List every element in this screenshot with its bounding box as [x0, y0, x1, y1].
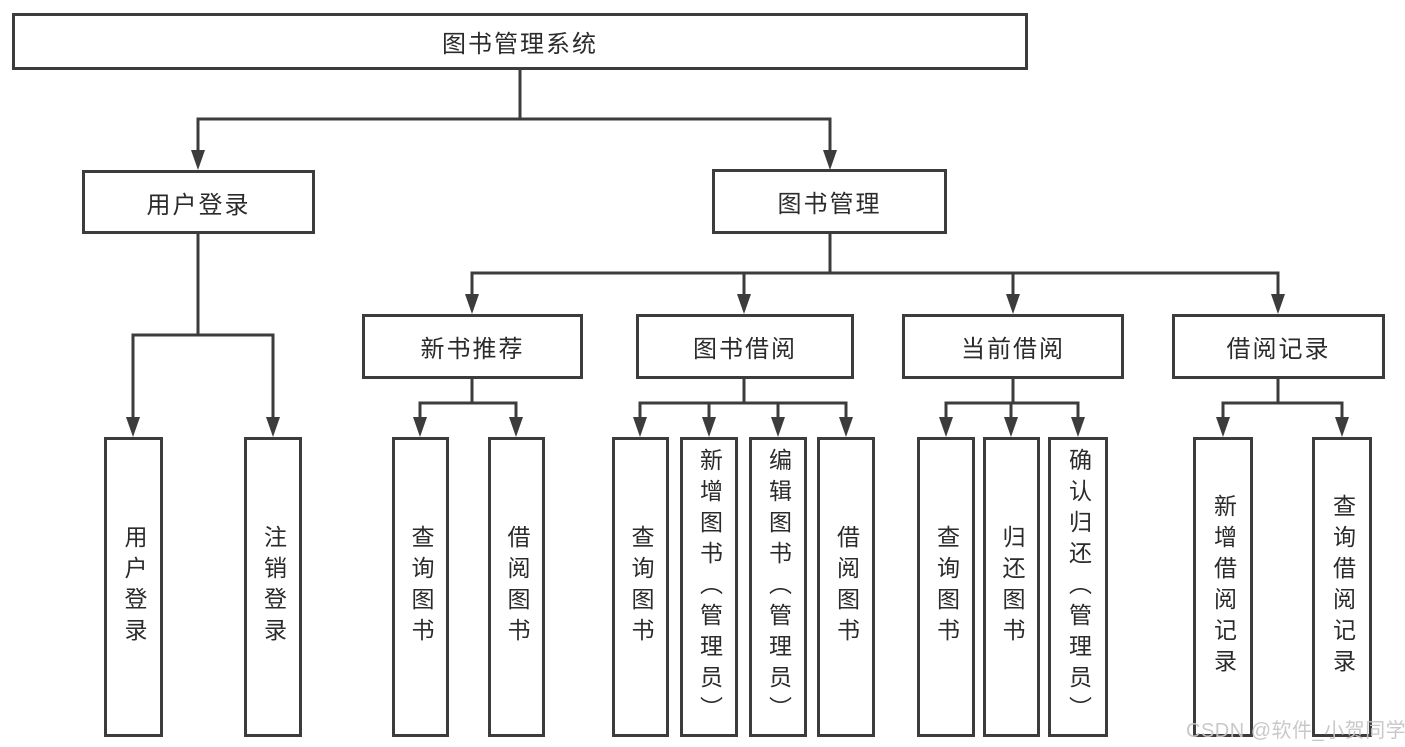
node-query-books-borrow: 查询图书: [612, 437, 669, 737]
node-edit-books-admin-label: 编辑图书（管理员）: [765, 447, 792, 727]
node-query-borrow-record: 查询借阅记录: [1312, 437, 1372, 737]
connector-borrow-records-to-leaves: [1216, 379, 1349, 437]
connector-book-management-to-sections: [465, 233, 1285, 314]
node-new-book-recommend: 新书推荐: [362, 314, 583, 379]
node-logout-leaf-label: 注销登录: [260, 525, 287, 649]
node-borrow-records: 借阅记录: [1172, 314, 1385, 379]
connector-user-login-to-leaves: [126, 233, 280, 437]
node-query-books-current: 查询图书: [917, 437, 975, 737]
node-logout-leaf: 注销登录: [244, 437, 302, 737]
node-query-books-current-label: 查询图书: [933, 525, 960, 649]
node-borrow-books-leaf-label: 借阅图书: [833, 525, 860, 649]
node-borrow-books-recommend: 借阅图书: [488, 437, 545, 737]
connector-current-borrow-to-leaves: [939, 379, 1085, 437]
connector-book-borrow-to-leaves: [633, 379, 853, 437]
node-book-borrow: 图书借阅: [636, 314, 854, 379]
node-confirm-return-admin-label: 确认归还（管理员）: [1065, 447, 1092, 727]
node-borrow-books-leaf: 借阅图书: [817, 437, 875, 737]
connector-new-book-recommend-to-leaves: [413, 379, 523, 437]
node-current-borrow-label: 当前借阅: [961, 336, 1065, 363]
node-add-borrow-record: 新增借阅记录: [1193, 437, 1253, 737]
node-add-borrow-record-label: 新增借阅记录: [1210, 494, 1237, 680]
node-book-management: 图书管理: [712, 169, 947, 234]
node-root-label: 图书管理系统: [442, 31, 598, 58]
node-query-books-recommend-label: 查询图书: [408, 525, 434, 649]
node-user-login-leaf-label: 用户登录: [121, 525, 147, 649]
node-current-borrow: 当前借阅: [902, 314, 1124, 379]
node-borrow-books-recommend-label: 借阅图书: [504, 525, 530, 649]
node-new-book-recommend-label: 新书推荐: [420, 336, 525, 363]
node-add-books-admin: 新增图书（管理员）: [680, 437, 738, 737]
node-edit-books-admin: 编辑图书（管理员）: [749, 437, 807, 737]
node-user-login-leaf: 用户登录: [104, 437, 163, 737]
node-return-books: 归还图书: [983, 437, 1040, 737]
node-query-borrow-record-label: 查询借阅记录: [1329, 494, 1356, 680]
node-add-books-admin-label: 新增图书（管理员）: [696, 447, 723, 727]
node-confirm-return-admin: 确认归还（管理员）: [1048, 437, 1108, 737]
node-book-management-label: 图书管理: [777, 191, 882, 218]
node-borrow-records-label: 借阅记录: [1226, 336, 1331, 363]
connector-root-to-level2: [191, 68, 837, 170]
node-book-borrow-label: 图书借阅: [693, 336, 797, 363]
node-root: 图书管理系统: [12, 13, 1028, 70]
watermark: CSDN @软件_小贺同学: [1186, 720, 1405, 742]
node-query-books-recommend: 查询图书: [392, 437, 449, 737]
node-user-login-label: 用户登录: [146, 191, 251, 219]
node-return-books-label: 归还图书: [999, 525, 1025, 649]
node-user-login: 用户登录: [82, 170, 315, 234]
node-query-books-borrow-label: 查询图书: [628, 525, 654, 649]
